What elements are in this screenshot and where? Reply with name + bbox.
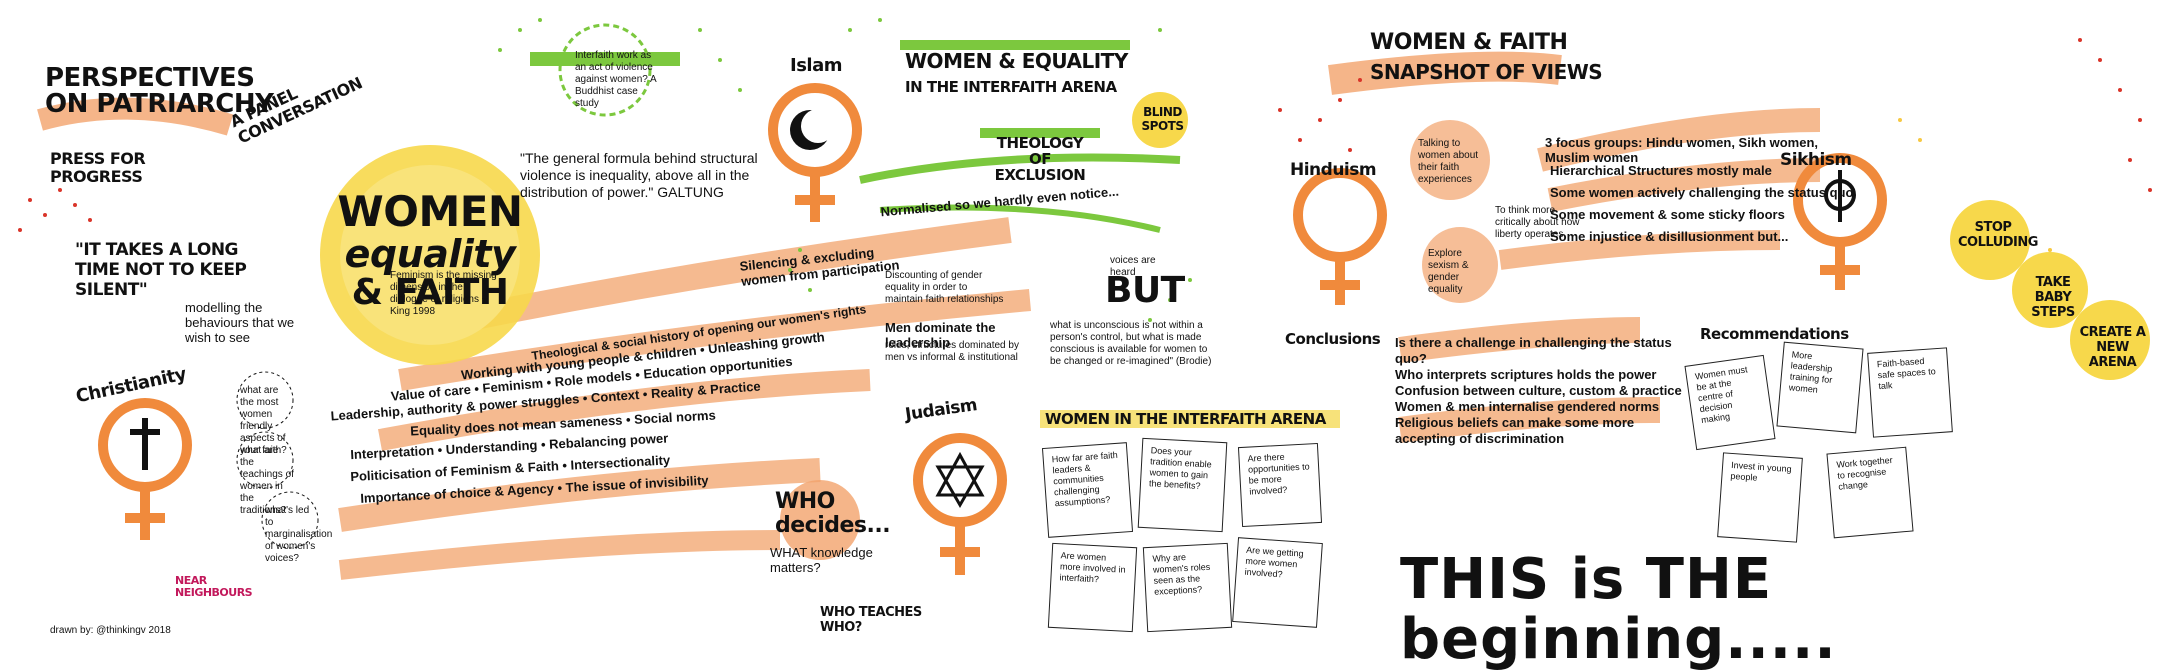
but-word: BUT xyxy=(1105,270,1185,311)
center-title-faith: & FAITH xyxy=(351,272,509,313)
interfaith-arena-subheading: IN THE INTERFAITH ARENA xyxy=(905,78,1117,96)
conclusions-list: Is there a challenge in challenging the … xyxy=(1395,335,1695,447)
who-decides: WHO decides... xyxy=(775,489,891,538)
conclusion-item: Religious beliefs can make some more acc… xyxy=(1395,415,1635,446)
arena-note: Are women more involved in interfaith? xyxy=(1047,542,1138,633)
christianity-bubble-2: what are the teachings of women in the t… xyxy=(240,445,294,516)
recommendation-note: Faith-based safe spaces to talk xyxy=(1867,347,1953,438)
explore-sexism-note: Explore sexism & gender equality xyxy=(1428,248,1469,295)
christianity-bubble-3: what's led to marginalisation of women's… xyxy=(265,505,333,564)
modelling-note: modelling the behaviours that we wish to… xyxy=(185,300,295,345)
center-title-equality: equality xyxy=(344,232,516,276)
galtung-quote: "The general formula behind structural v… xyxy=(520,150,758,200)
what-knowledge: WHAT knowledge matters? xyxy=(770,545,873,575)
recommendations-label: Recommendations xyxy=(1700,325,1849,343)
discussion-points: Theological & social history of opening … xyxy=(330,302,890,506)
view-item: Some injustice & disillusionment but... xyxy=(1550,229,1789,244)
conclusion-item: Women & men internalise gendered norms xyxy=(1395,399,1660,414)
arena-note: Why are women's roles seen as the except… xyxy=(1142,542,1233,633)
men-dominate-note: Men dominate the leadership xyxy=(885,320,996,350)
brodie-quote: what is unconscious is not within a pers… xyxy=(1050,320,1212,367)
christianity-bubble-1: what are the most women friendly aspects… xyxy=(240,385,287,456)
perspectives-heading: PERSPECTIVES ON PATRIARCHY xyxy=(45,63,274,119)
arena-note: Does your tradition enable women to gain… xyxy=(1137,437,1228,533)
near-neighbours-logo: NEAR NEIGHBOURS xyxy=(175,574,253,599)
interfaith-work-note: Interfaith work as an act of violence ag… xyxy=(575,50,657,109)
women-faith-heading: WOMEN & FAITH xyxy=(1370,30,1568,55)
men-dominate-sub: roles, structures dominated by men vs in… xyxy=(885,340,1019,363)
arena-note: Are there opportunities to be more invol… xyxy=(1237,442,1323,528)
center-title: WOMEN equality & FAITH xyxy=(335,190,525,312)
discounting-note: Discounting of gender equality in order … xyxy=(885,270,1004,305)
view-item: Some movement & some sticky floors xyxy=(1550,207,1785,222)
feminism-note: Feminism is the missing dimension in the… xyxy=(390,270,497,317)
snapshot-views-heading: SNAPSHOT OF VIEWS xyxy=(1370,60,1603,84)
arena-note: Are we getting more women involved? xyxy=(1232,537,1323,628)
doodle-layer xyxy=(18,18,2152,602)
think-critically-note: To think more critically about how liber… xyxy=(1495,205,1580,240)
view-item: Some women actively challenging the stat… xyxy=(1550,185,1854,200)
voices-heard: voices are heard xyxy=(1110,255,1156,278)
talking-note: Talking to women about their faith exper… xyxy=(1418,138,1479,185)
conclusions-label: Conclusions xyxy=(1285,330,1381,348)
center-title-women: WOMEN xyxy=(337,187,523,236)
theology-exclusion: THEOLOGY OF EXCLUSION xyxy=(994,134,1086,184)
create-new-arena: CREATE A NEW ARENA xyxy=(2079,325,2146,370)
focus-groups: 3 focus groups: Hindu women, Sikh women,… xyxy=(1545,135,1819,165)
recommendation-note: Invest in young people xyxy=(1717,452,1803,543)
recommendation-note: Women must be at the centre of decision … xyxy=(1684,354,1776,451)
conclusion-item: Confusion between culture, custom & prac… xyxy=(1395,383,1682,398)
women-interfaith-arena-heading: WOMEN IN THE INTERFAITH ARENA xyxy=(1045,410,1326,428)
quote-long-time: "IT TAKES A LONG TIME NOT TO KEEP SILENT… xyxy=(75,240,247,300)
blind-spots: BLIND SPOTS xyxy=(1141,105,1184,133)
conclusion-item: Who interprets scriptures holds the powe… xyxy=(1395,367,1657,382)
this-is-the-beginning: THIS is THE beginning..... xyxy=(1400,547,1837,672)
artist-credit: drawn by: @thinkingv 2018 xyxy=(50,625,171,636)
press-for-progress: PRESS FOR PROGRESS xyxy=(50,149,146,186)
take-baby-steps: TAKE BABY STEPS xyxy=(2031,275,2075,320)
view-item: Hierarchical Structures mostly male xyxy=(1550,163,1772,178)
views-list: Hierarchical Structures mostly male Some… xyxy=(1550,160,1854,248)
islam-label: Islam xyxy=(790,55,842,76)
women-equality-heading: WOMEN & EQUALITY xyxy=(905,49,1128,73)
recommendation-note: More leadership training for women xyxy=(1776,341,1864,434)
stop-colluding: STOP COLLUDING xyxy=(1958,220,2038,250)
recommendation-note: Work together to recognise change xyxy=(1826,446,1914,539)
sikhism-label: Sikhism xyxy=(1780,150,1852,170)
conclusion-item: Is there a challenge in challenging the … xyxy=(1395,335,1672,366)
who-teaches: WHO TEACHES WHO? xyxy=(820,605,922,635)
arena-note: How far are faith leaders & communities … xyxy=(1041,442,1134,538)
hinduism-label: Hinduism xyxy=(1290,160,1377,180)
